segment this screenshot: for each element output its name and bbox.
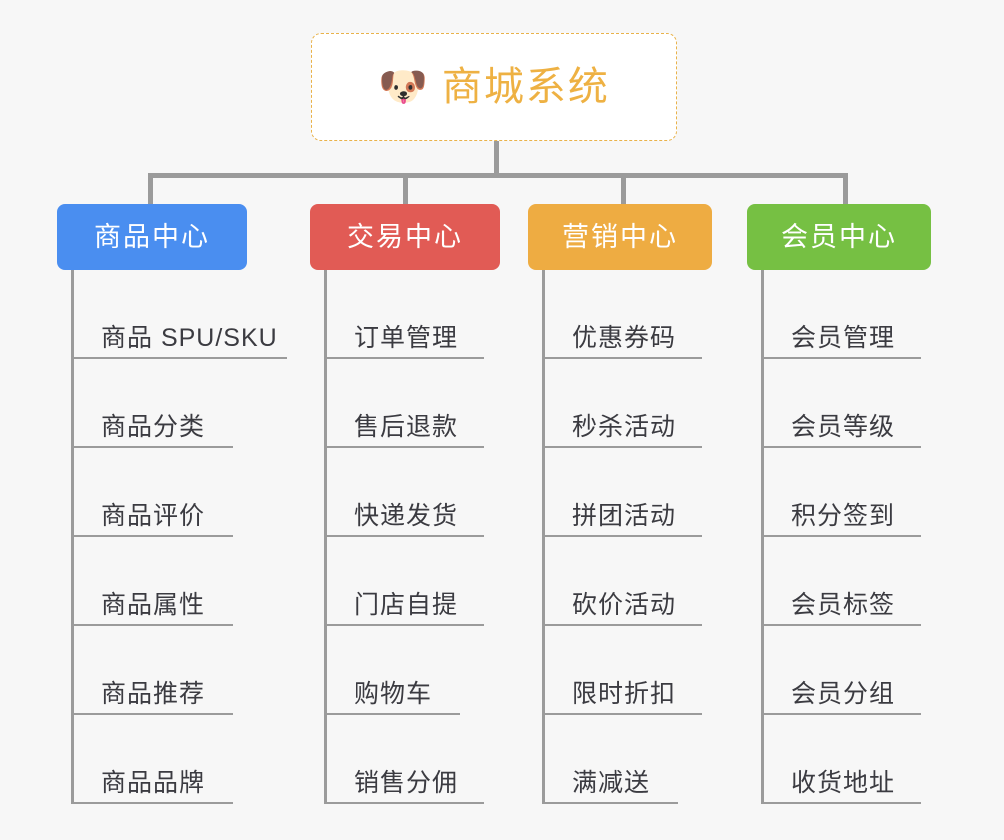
leaf-label: 快递发货 <box>354 502 459 530</box>
leaf-underline <box>542 713 702 715</box>
leaf-list-member-center: 会员管理 会员等级 积分签到 会员标签 会员分组 收货地址 <box>761 270 967 804</box>
list-item[interactable]: 积分签到 <box>761 448 967 537</box>
leaf-underline <box>324 535 484 537</box>
list-item[interactable]: 满减送 <box>542 715 748 804</box>
leaf-label: 限时折扣 <box>572 680 677 708</box>
leaf-underline <box>324 624 484 626</box>
connector-drop-3 <box>621 173 626 209</box>
leaf-label: 商品分类 <box>101 413 206 441</box>
leaf-underline <box>542 535 702 537</box>
list-item[interactable]: 会员分组 <box>761 626 967 715</box>
column-marketing-center: 营销中心 优惠券码 秒杀活动 拼团活动 砍价活动 限时折扣 <box>528 204 748 804</box>
category-header-trade-center[interactable]: 交易中心 <box>310 204 500 270</box>
leaf-label: 会员等级 <box>791 413 896 441</box>
leaf-label: 满减送 <box>572 769 651 797</box>
category-title: 交易中心 <box>347 221 463 252</box>
list-item[interactable]: 购物车 <box>324 626 530 715</box>
leaf-underline <box>761 446 921 448</box>
column-member-center: 会员中心 会员管理 会员等级 积分签到 会员标签 会员分组 <box>747 204 967 804</box>
list-item[interactable]: 订单管理 <box>324 270 530 359</box>
list-item[interactable]: 会员等级 <box>761 359 967 448</box>
leaf-underline <box>71 802 233 804</box>
leaf-underline <box>71 535 233 537</box>
connector-horizontal-bus <box>148 173 848 178</box>
leaf-underline <box>324 802 484 804</box>
leaf-label: 购物车 <box>354 680 433 708</box>
leaf-label: 商品评价 <box>101 502 206 530</box>
leaf-underline <box>542 357 702 359</box>
leaf-label: 售后退款 <box>354 413 459 441</box>
leaf-underline <box>761 624 921 626</box>
leaf-label: 砍价活动 <box>572 591 677 619</box>
list-item[interactable]: 门店自提 <box>324 537 530 626</box>
leaf-underline <box>324 446 484 448</box>
leaf-label: 门店自提 <box>354 591 459 619</box>
column-trade-center: 交易中心 订单管理 售后退款 快递发货 门店自提 购物车 <box>310 204 530 804</box>
list-item[interactable]: 商品分类 <box>71 359 277 448</box>
leaf-label: 销售分佣 <box>354 769 459 797</box>
connector-drop-4 <box>843 173 848 209</box>
list-item[interactable]: 收货地址 <box>761 715 967 804</box>
leaf-label: 收货地址 <box>791 769 896 797</box>
leaf-underline <box>71 713 233 715</box>
leaf-underline <box>542 624 702 626</box>
leaf-label: 会员标签 <box>791 591 896 619</box>
category-title: 商品中心 <box>94 221 210 252</box>
leaf-underline <box>324 713 460 715</box>
category-title: 营销中心 <box>562 221 678 252</box>
list-item[interactable]: 会员标签 <box>761 537 967 626</box>
dog-face-icon: 🐶 <box>378 65 428 109</box>
leaf-label: 订单管理 <box>354 324 459 352</box>
list-item[interactable]: 会员管理 <box>761 270 967 359</box>
column-product-center: 商品中心 商品 SPU/SKU 商品分类 商品评价 商品属性 商品推荐 <box>57 204 287 804</box>
connector-root-stem <box>494 141 499 177</box>
leaf-label: 商品推荐 <box>101 680 206 708</box>
leaf-label: 会员管理 <box>791 324 896 352</box>
list-item[interactable]: 售后退款 <box>324 359 530 448</box>
root-title: 商城系统 <box>441 65 610 109</box>
list-item[interactable]: 商品推荐 <box>71 626 277 715</box>
connector-drop-1 <box>148 173 153 209</box>
list-item[interactable]: 销售分佣 <box>324 715 530 804</box>
leaf-underline <box>71 357 287 359</box>
list-item[interactable]: 优惠券码 <box>542 270 748 359</box>
category-header-marketing-center[interactable]: 营销中心 <box>528 204 712 270</box>
leaf-list-product-center: 商品 SPU/SKU 商品分类 商品评价 商品属性 商品推荐 商品品牌 <box>71 270 287 804</box>
category-header-product-center[interactable]: 商品中心 <box>57 204 247 270</box>
connector-drop-2 <box>403 173 408 209</box>
leaf-list-marketing-center: 优惠券码 秒杀活动 拼团活动 砍价活动 限时折扣 满减送 <box>542 270 748 804</box>
leaf-label: 优惠券码 <box>572 324 677 352</box>
leaf-underline <box>761 357 921 359</box>
leaf-label: 会员分组 <box>791 680 896 708</box>
leaf-underline <box>761 802 921 804</box>
list-item[interactable]: 商品属性 <box>71 537 277 626</box>
leaf-label: 积分签到 <box>791 502 896 530</box>
leaf-label: 商品属性 <box>101 591 206 619</box>
leaf-list-trade-center: 订单管理 售后退款 快递发货 门店自提 购物车 销售分佣 <box>324 270 530 804</box>
leaf-underline <box>542 802 678 804</box>
leaf-label: 商品 SPU/SKU <box>101 324 278 352</box>
list-item[interactable]: 快递发货 <box>324 448 530 537</box>
leaf-underline <box>542 446 702 448</box>
category-title: 会员中心 <box>781 221 897 252</box>
leaf-label: 拼团活动 <box>572 502 677 530</box>
category-header-member-center[interactable]: 会员中心 <box>747 204 931 270</box>
leaf-label: 商品品牌 <box>101 769 206 797</box>
leaf-label: 秒杀活动 <box>572 413 677 441</box>
list-item[interactable]: 商品品牌 <box>71 715 277 804</box>
leaf-underline <box>761 535 921 537</box>
list-item[interactable]: 砍价活动 <box>542 537 748 626</box>
root-node[interactable]: 🐶 商城系统 <box>311 33 677 141</box>
leaf-underline <box>761 713 921 715</box>
list-item[interactable]: 商品评价 <box>71 448 277 537</box>
list-item[interactable]: 拼团活动 <box>542 448 748 537</box>
leaf-underline <box>71 446 233 448</box>
list-item[interactable]: 限时折扣 <box>542 626 748 715</box>
leaf-underline <box>324 357 484 359</box>
leaf-underline <box>71 624 233 626</box>
list-item[interactable]: 商品 SPU/SKU <box>71 270 287 359</box>
list-item[interactable]: 秒杀活动 <box>542 359 748 448</box>
